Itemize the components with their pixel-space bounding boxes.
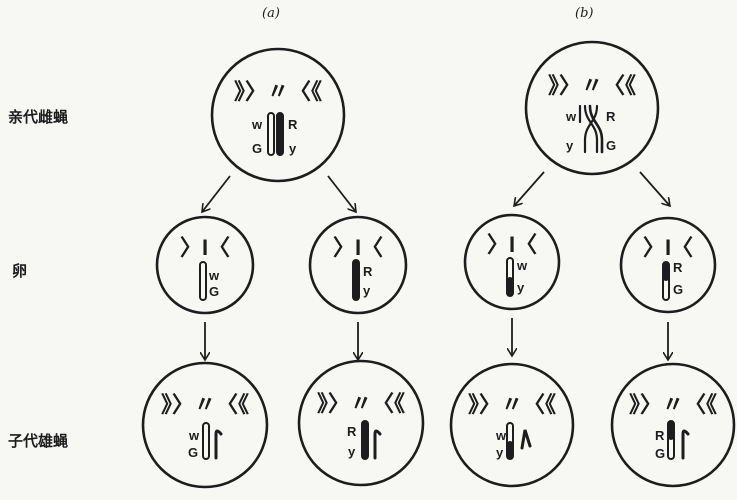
arrow-b-parent-egg1 — [514, 171, 545, 206]
x-chromosome-hollow — [202, 422, 210, 460]
autosomes-b-egg1: 〉I〈 — [487, 232, 537, 257]
cell-b-off2 — [610, 362, 736, 488]
cell-b-parent — [524, 40, 660, 176]
cell-b-egg1 — [463, 213, 561, 311]
gene-label: w — [516, 258, 528, 273]
autosomes-a-off1: 》〉〃〈《 — [161, 392, 249, 417]
gene-label: R — [673, 260, 683, 275]
crossing-over-chromosomes — [578, 104, 604, 154]
gene-label: w — [208, 268, 220, 283]
cell-a-egg2 — [308, 215, 408, 315]
cell-a-egg1 — [155, 215, 255, 315]
autosomes-a-parent: 》〉〃〈《 — [234, 79, 322, 104]
gene-label: y — [348, 444, 356, 459]
x-chromosome-solid — [352, 259, 360, 301]
gene-label: G — [606, 138, 616, 153]
x-chromosome-hollow — [199, 261, 207, 301]
y-chromosome — [214, 429, 223, 460]
cell-a-parent — [210, 47, 346, 183]
autosomes-b-egg2: 〉I〈 — [643, 235, 693, 260]
autosomes-b-off1: 》〉〃〈《 — [468, 392, 556, 417]
cell-a-off1 — [141, 361, 269, 489]
row-label-parent-female: 亲代雌蝇 — [8, 108, 69, 126]
panel-label-b: (b) — [575, 6, 594, 21]
autosomes-a-egg1: 〉I〈 — [180, 235, 230, 260]
autosomes-b-off2: 》〉〃〈《 — [629, 392, 717, 417]
gene-label: w — [188, 428, 200, 443]
autosomes-b-parent: 》〉〃〈《 — [548, 73, 636, 98]
gene-label: w — [495, 428, 507, 443]
gene-label: R — [347, 424, 357, 439]
gene-label: w — [565, 109, 577, 124]
cell-b-egg2 — [619, 216, 717, 314]
gene-label: R — [363, 264, 373, 279]
y-chromosome — [373, 429, 382, 460]
row-label-offspring-male: 子代雄蝇 — [8, 432, 69, 450]
gene-label: y — [566, 138, 574, 153]
gene-label: R — [606, 109, 616, 124]
panel-label-a: (a) — [262, 6, 280, 21]
x-chromosome-solid — [361, 420, 369, 460]
gene-label: G — [655, 446, 665, 461]
gene-label: R — [288, 117, 298, 132]
gene-label: G — [209, 284, 219, 299]
gene-label: y — [363, 283, 371, 298]
gene-label: y — [496, 445, 504, 460]
arrow-b-parent-egg2 — [639, 171, 670, 206]
gene-label: y — [517, 280, 525, 295]
gene-label: R — [655, 428, 665, 443]
y-chromosome — [681, 429, 690, 460]
x-chromosome-solid — [276, 112, 284, 156]
gene-label: G — [252, 141, 262, 156]
x-chromosome-hollow — [267, 112, 275, 156]
cell-b-off1 — [449, 362, 575, 488]
gene-label: G — [188, 445, 198, 460]
gene-label: G — [673, 282, 683, 297]
autosomes-a-off2: 》〉〃〈《 — [317, 391, 405, 416]
y-chromosome — [520, 429, 532, 450]
gene-label: w — [251, 117, 263, 132]
row-label-egg: 卵 — [12, 262, 28, 280]
cell-a-off2 — [297, 359, 425, 487]
arrow-a-parent-egg2 — [327, 175, 356, 212]
arrow-a-parent-egg1 — [202, 175, 231, 212]
gene-label: y — [289, 141, 297, 156]
autosomes-a-egg2: 〉I〈 — [333, 235, 383, 260]
